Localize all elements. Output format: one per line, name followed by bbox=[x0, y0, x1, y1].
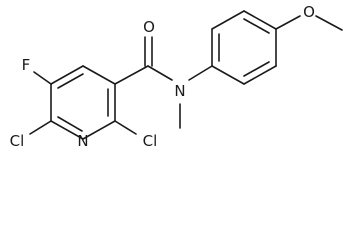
atom-labels: F Cl N Cl O N O bbox=[10, 3, 315, 150]
bond-ar3-ar4 bbox=[243, 10, 277, 30]
bond-c6-cl bbox=[29, 120, 52, 135]
bond-c4-c3 bbox=[82, 65, 116, 85]
bond-ar5-ar6-inner bbox=[243, 61, 270, 77]
molecule-structure: F Cl N Cl O N O bbox=[10, 3, 343, 150]
bond-carbonyl-n bbox=[147, 65, 173, 81]
ring-nitrogen-label: N bbox=[77, 132, 88, 150]
bond-c3-carbonyl bbox=[114, 65, 149, 85]
chlorine-left-label: Cl bbox=[10, 132, 25, 150]
fluorine-label: F bbox=[22, 56, 31, 74]
bond-c5-c4 bbox=[50, 65, 84, 85]
bond-ar5-ar6 bbox=[243, 65, 277, 85]
bond-c2-cl bbox=[114, 120, 137, 135]
bond-c5-f bbox=[33, 71, 52, 85]
amide-nitrogen-label: N bbox=[174, 82, 185, 100]
bond-n1-c6-inner bbox=[57, 116, 83, 132]
bond-ar3-ar4-inner bbox=[243, 18, 270, 34]
bond-n1-c6 bbox=[50, 120, 84, 140]
ether-oxygen-label: O bbox=[303, 3, 315, 21]
bonds bbox=[29, 10, 343, 140]
bond-c2-n1 bbox=[82, 120, 116, 140]
bond-ar6-ar1 bbox=[211, 65, 245, 85]
bond-n-aryl bbox=[188, 65, 213, 81]
bond-o-methyl bbox=[315, 15, 343, 31]
bond-ar2-ar3 bbox=[211, 10, 245, 30]
bond-ar4-o bbox=[275, 15, 301, 30]
chlorine-right-label: Cl bbox=[143, 132, 158, 150]
carbonyl-oxygen-label: O bbox=[143, 18, 155, 36]
bond-c5-c4-inner bbox=[57, 73, 84, 89]
